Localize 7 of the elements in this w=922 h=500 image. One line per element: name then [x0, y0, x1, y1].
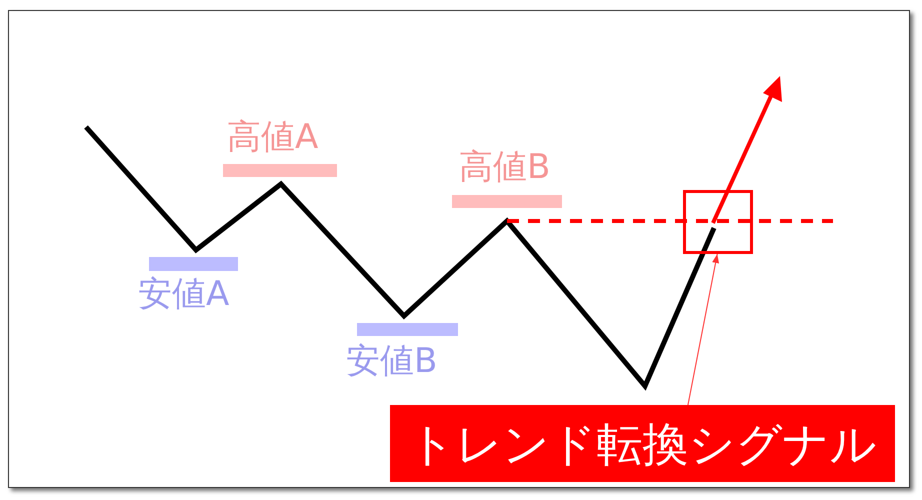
- level-label: 安値A: [138, 276, 230, 312]
- signal-banner: トレンド転換シグナル: [390, 405, 895, 482]
- level-label: 高値B: [459, 149, 550, 185]
- leader-line: [687, 254, 720, 406]
- level-label: 安値B: [346, 343, 438, 379]
- highlight-frame: [683, 190, 753, 254]
- level-label: 高値A: [227, 119, 318, 155]
